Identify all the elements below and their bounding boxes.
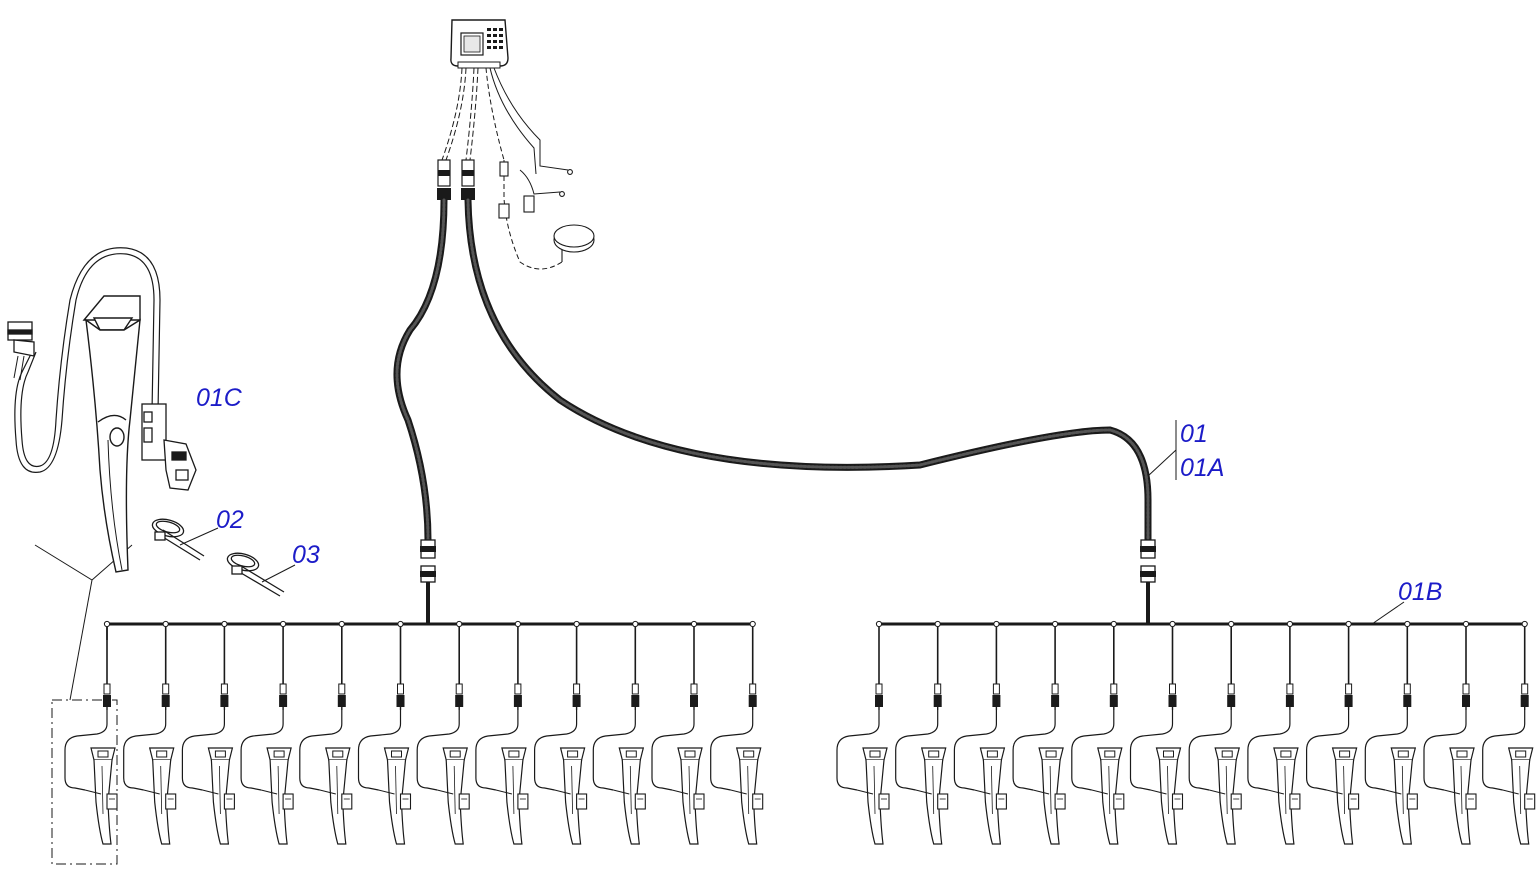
right-drop-1 [874,620,884,711]
left-sensor-unit-4 [240,709,294,845]
detail-sensor-01C [141,403,197,491]
left-drop-11 [689,620,699,711]
callout-01: 01 [1180,420,1208,448]
display-cables [441,67,569,270]
left-sensor-unit-5 [299,709,353,845]
left-sensor-unit-6 [357,709,412,845]
coupling-right [1140,539,1156,624]
right-sensor-unit-10 [1364,709,1418,845]
right-sensor-unit-5 [1071,709,1125,845]
callout-01B: 01B [1398,578,1443,606]
left-sensor-unit-12 [710,709,764,845]
right-drop-4 [1050,620,1060,711]
left-sensor-unit-1 [64,709,118,845]
left-sensor-unit-3 [181,709,235,845]
left-drop-4 [278,620,288,711]
left-sensor-unit-2 [123,709,177,845]
sensor-row-right [836,620,1536,845]
left-drop-7 [454,620,465,711]
right-drop-5 [1109,620,1119,711]
right-sensor-unit-1 [836,709,890,845]
callout-02: 02 [216,506,244,534]
callout-01A: 01A [1180,454,1225,482]
left-drop-5 [336,620,347,711]
trunk-left [106,622,753,640]
left-sensor-unit-7 [416,709,470,845]
left-sensor-unit-8 [475,709,529,845]
right-drop-9 [1343,620,1354,711]
right-sensor-unit-11 [1423,709,1477,845]
left-drop-1 [102,620,112,711]
main-cable-right [464,196,1152,544]
display-connectors [437,159,475,200]
right-sensor-unit-9 [1305,709,1360,845]
left-sensor-unit-9 [533,709,588,845]
right-sensor-unit-3 [953,709,1008,845]
right-drop-11 [1461,620,1471,711]
coupling-left [420,539,436,624]
right-sensor-unit-2 [895,709,949,845]
detail-plug [7,321,35,381]
left-drop-3 [219,620,230,711]
detail-seed-tube [82,295,141,573]
right-drop-3 [991,620,1002,711]
right-drop-6 [1167,620,1178,711]
right-drop-10 [1402,620,1413,711]
right-sensor-unit-12 [1482,709,1536,845]
left-drop-12 [747,620,758,711]
display-terminal [450,19,509,69]
right-drop-7 [1226,620,1236,711]
left-drop-8 [513,620,523,711]
accessory-parts [498,161,595,262]
right-sensor-unit-7 [1188,709,1242,845]
right-sensor-unit-6 [1129,709,1184,845]
main-cable-left [393,196,448,544]
detail-frame [51,699,118,865]
left-drop-2 [160,620,171,711]
sensor-row-left [64,620,764,845]
left-sensor-unit-10 [592,709,646,845]
callout-03: 03 [292,541,320,569]
detail-harness [14,247,161,473]
right-drop-12 [1519,620,1530,711]
right-drop-2 [932,620,943,711]
cable-tie-03 [226,552,285,597]
right-sensor-unit-4 [1012,709,1066,845]
callout-01C: 01C [196,384,242,412]
right-drop-8 [1285,620,1295,711]
left-drop-10 [630,620,641,711]
left-drop-6 [395,620,406,711]
left-sensor-unit-11 [651,709,705,845]
left-drop-9 [571,620,582,711]
leader-lines [179,420,1405,625]
right-sensor-unit-8 [1247,709,1301,845]
